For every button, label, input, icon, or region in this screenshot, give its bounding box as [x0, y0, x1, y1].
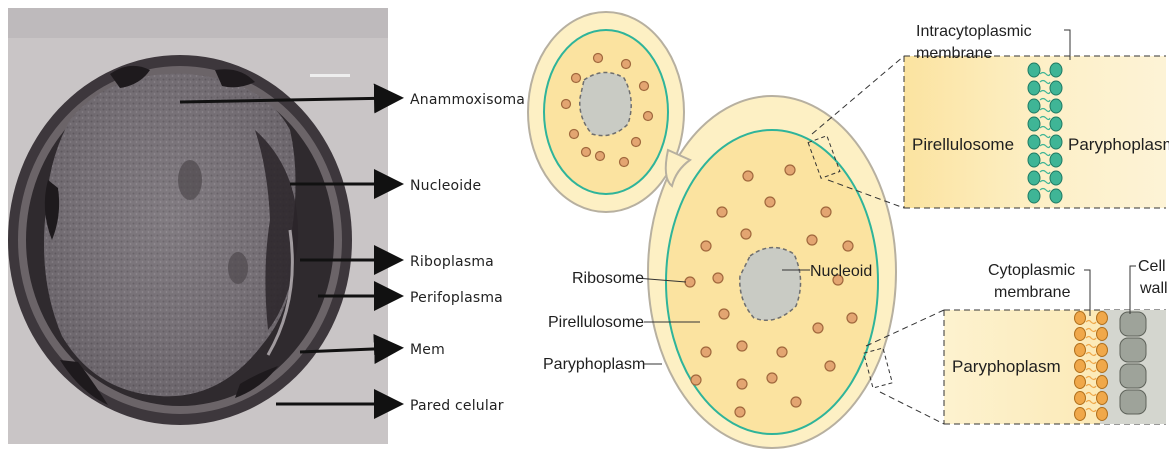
label-perifoplasma: Perifoplasma — [410, 290, 503, 306]
label-wall: wall — [1139, 280, 1168, 297]
label-anammoxisoma: Anammoxisoma — [410, 92, 525, 108]
label-nucleoid: Nucleoid — [810, 263, 872, 280]
label-cell: Cell — [1138, 258, 1166, 275]
label-riboplasma: Riboplasma — [410, 254, 494, 270]
scale-bar — [310, 74, 350, 77]
electron-micrograph — [8, 8, 388, 444]
label-inset-paryphoplasm-top: Paryphoplasm — [1068, 135, 1169, 154]
label-inset-paryphoplasm-bottom: Paryphoplasm — [952, 357, 1061, 376]
micrograph-labels: Anammoxisoma Nucleoide Riboplasma Perifo… — [410, 92, 525, 414]
label-paryphoplasm: Paryphoplasm — [543, 356, 645, 373]
label-pirellulosome: Pirellulosome — [548, 314, 644, 331]
inset-intracytoplasmic-membrane: Intracytoplasmic membrane Pirellulosome … — [904, 23, 1169, 208]
label-inset-pirellulosome: Pirellulosome — [912, 135, 1014, 154]
label-pared-celular: Pared celular — [410, 398, 504, 414]
label-membrane-bottom: membrane — [994, 284, 1071, 301]
inset-cytoplasmic-membrane: Cytoplasmic membrane Cell wall Paryphopl… — [944, 258, 1168, 424]
daughter-nucleoid — [580, 72, 631, 135]
label-cytoplasmic: Cytoplasmic — [988, 262, 1075, 279]
label-nucleoide: Nucleoide — [410, 178, 481, 194]
label-ribosome: Ribosome — [572, 270, 644, 287]
nucleoid — [740, 247, 801, 320]
label-mem: Mem — [410, 342, 445, 358]
label-intracytoplasmic: Intracytoplasmic — [916, 23, 1032, 40]
cell-schematic — [528, 12, 896, 448]
label-membrane-top: membrane — [916, 45, 993, 62]
